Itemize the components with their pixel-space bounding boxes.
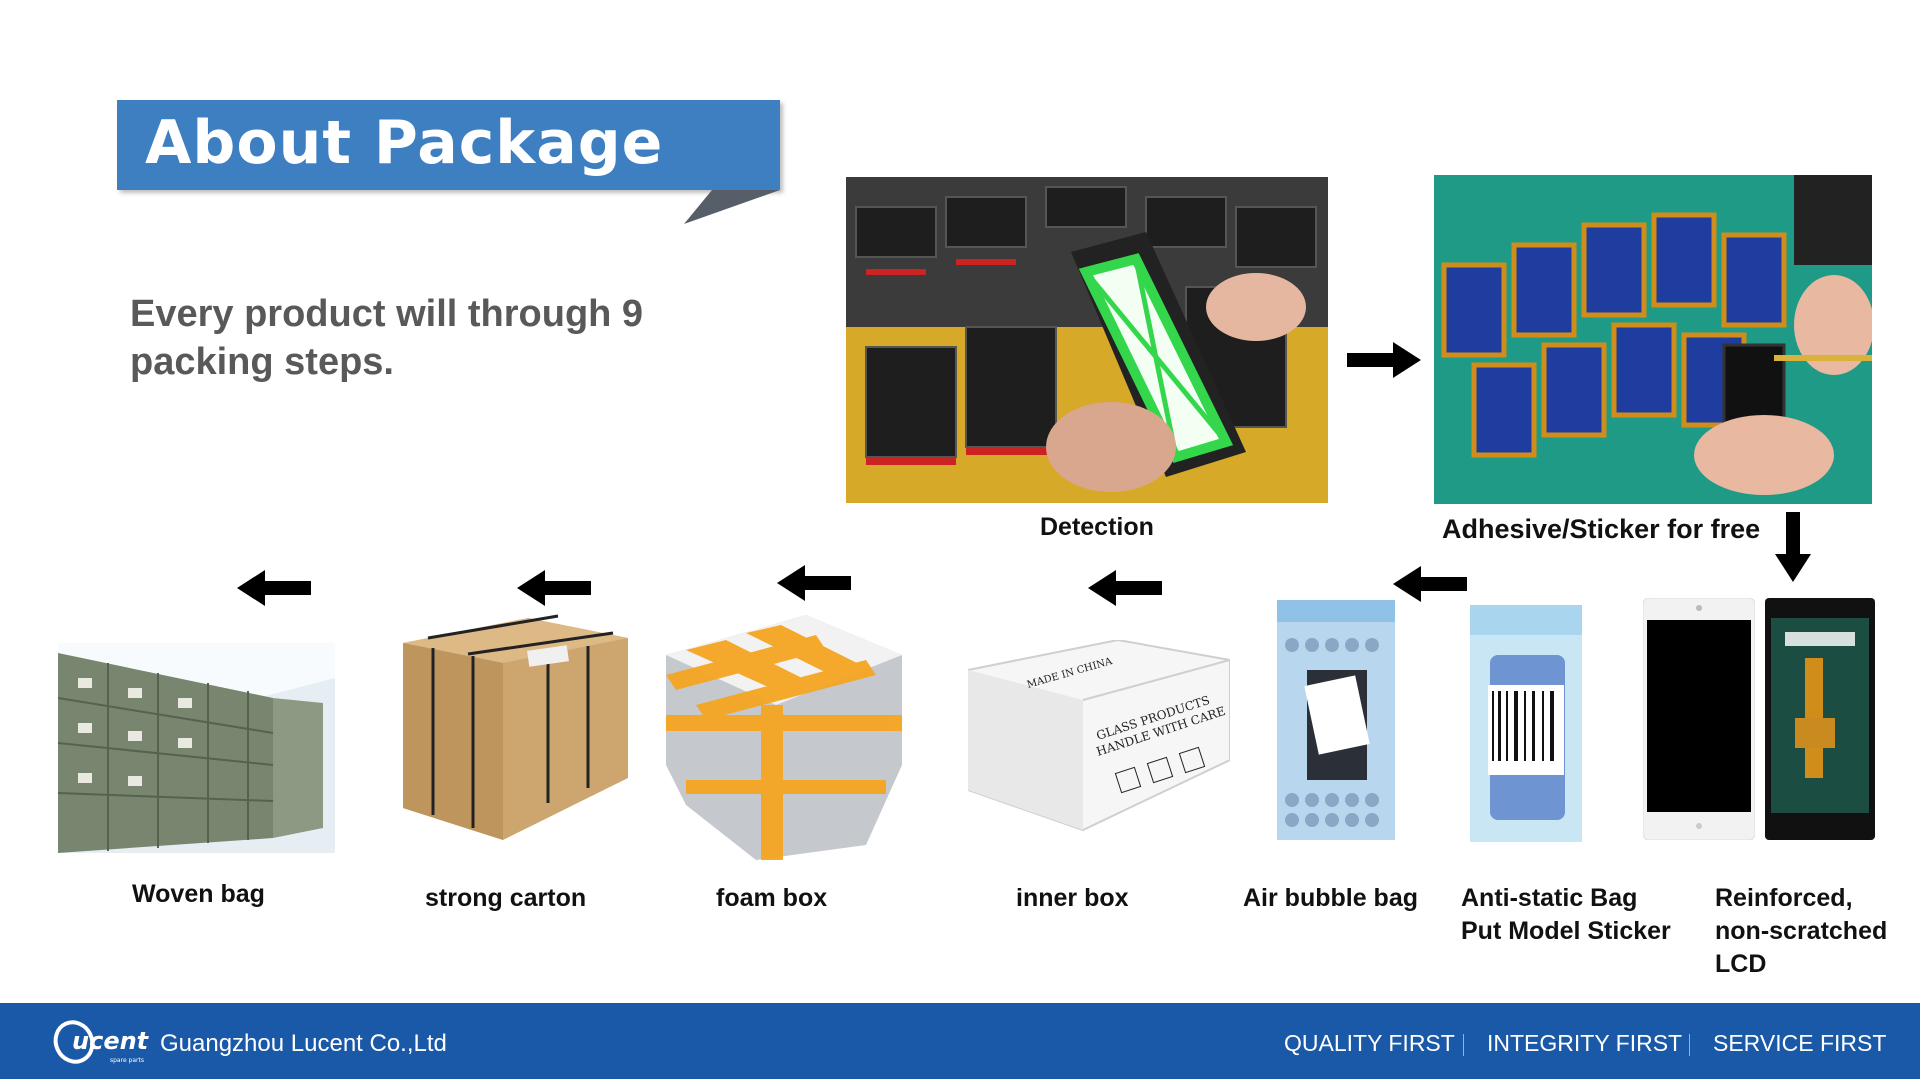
inner-box-image: GLASS PRODUCTS HANDLE WITH CARE MADE IN …: [967, 638, 1231, 840]
foam-box-image: [666, 615, 902, 860]
arrow-down-icon: [1775, 512, 1811, 582]
caption-strong-carton: strong carton: [425, 884, 587, 912]
detection-photo: [846, 177, 1328, 503]
intro-text: Every product will through 9 packing ste…: [130, 293, 644, 383]
arrow-left-icon-3: [777, 565, 851, 601]
caption-lcd-3: LCD: [1715, 950, 1767, 978]
arrow-left-icon-1: [1393, 566, 1467, 602]
caption-adhesive: Adhesive/Sticker for free: [1442, 514, 1761, 544]
banner-tail-decoration: [684, 190, 780, 224]
logo-subtext: spare parts: [110, 1057, 144, 1064]
title-banner: [117, 100, 780, 190]
arrow-left-icon-5: [237, 570, 311, 606]
arrow-left-icon-4: [517, 570, 591, 606]
caption-inner-box: inner box: [1016, 884, 1129, 912]
caption-antistatic-1: Anti-static Bag: [1461, 884, 1638, 912]
lcd-screen-back: [1765, 598, 1875, 840]
company-logo: ucent spare parts: [50, 1016, 150, 1066]
caption-woven-bag: Woven bag: [132, 880, 265, 908]
caption-air-bubble: Air bubble bag: [1243, 884, 1418, 912]
caption-antistatic-2: Put Model Sticker: [1461, 917, 1671, 945]
air-bubble-bag-image: [1277, 600, 1395, 840]
caption-foam-box: foam box: [716, 884, 828, 912]
woven-bag-photo: [58, 643, 335, 853]
footer-company-name: Guangzhou Lucent Co.,Ltd: [160, 1030, 447, 1057]
footer-bar: [0, 1003, 1920, 1079]
strong-carton-image: [388, 608, 634, 840]
motto-quality: QUALITY FIRST: [1284, 1030, 1455, 1056]
adhesive-photo: [1434, 175, 1872, 504]
motto-divider-1: [1463, 1034, 1464, 1056]
antistatic-bag-image: [1470, 605, 1582, 842]
caption-lcd-2: non-scratched: [1715, 917, 1888, 945]
caption-lcd-1: Reinforced,: [1715, 884, 1853, 912]
arrow-right-icon: [1347, 342, 1421, 378]
motto-integrity: INTEGRITY FIRST: [1487, 1030, 1683, 1056]
logo-text: ucent: [72, 1027, 150, 1055]
lcd-screen-front: [1642, 597, 1756, 841]
arrow-left-icon-2: [1088, 570, 1162, 606]
page-title: About Package: [145, 108, 664, 178]
motto-divider-2: [1689, 1034, 1690, 1056]
caption-detection: Detection: [1040, 513, 1154, 541]
motto-service: SERVICE FIRST: [1713, 1030, 1887, 1056]
